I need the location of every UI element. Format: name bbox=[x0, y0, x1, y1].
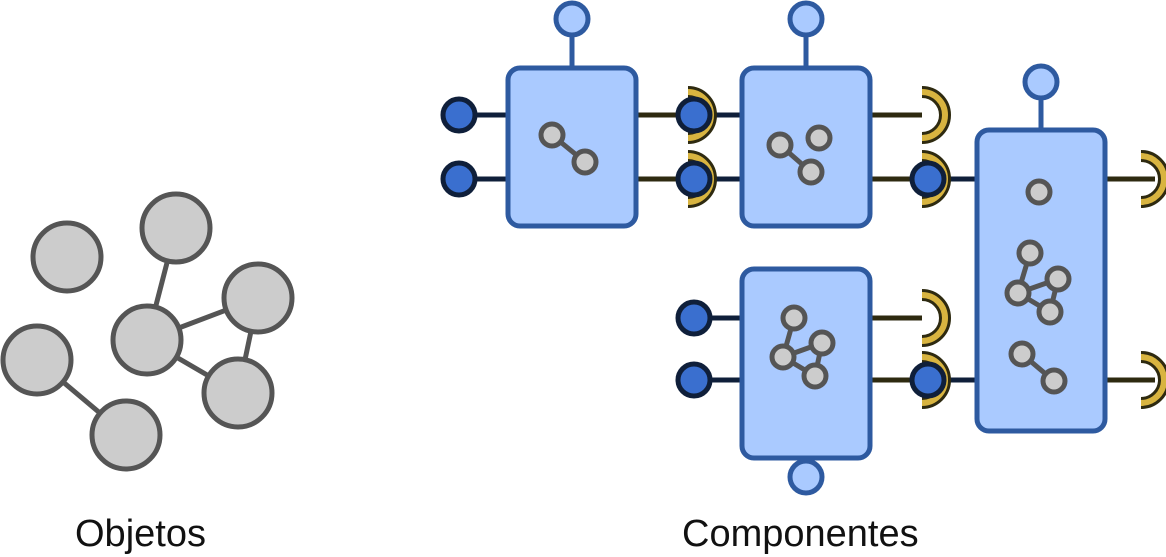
lollipop-interface-icon bbox=[553, 0, 591, 38]
provided-interface-port-icon bbox=[675, 96, 713, 134]
provided-interface-port-icon bbox=[675, 160, 713, 198]
object-circle-icon bbox=[139, 191, 213, 265]
inner-object-icon bbox=[1036, 298, 1064, 326]
inner-object-icon bbox=[797, 158, 825, 186]
object-circle-icon bbox=[30, 220, 104, 294]
lollipop-interface-icon bbox=[787, 458, 825, 496]
required-interface-socket-icon bbox=[922, 92, 945, 138]
object-circle-icon bbox=[0, 323, 74, 397]
object-circle-icon bbox=[201, 356, 275, 430]
inner-object-icon bbox=[1025, 178, 1053, 206]
inner-object-icon bbox=[1004, 279, 1032, 307]
inner-object-icon bbox=[538, 121, 566, 149]
component-box-d bbox=[974, 127, 1108, 434]
object-circle-icon bbox=[89, 398, 163, 472]
inner-object-icon bbox=[1016, 239, 1044, 267]
object-circle-icon bbox=[221, 261, 295, 335]
inner-object-icon bbox=[805, 124, 833, 152]
inner-object-icon bbox=[769, 343, 797, 371]
lollipop-interface-icon bbox=[787, 0, 825, 38]
component-box-b bbox=[739, 65, 873, 229]
object-circle-icon bbox=[110, 303, 184, 377]
component-box-c bbox=[739, 266, 873, 461]
lollipop-interface-icon bbox=[1022, 63, 1060, 101]
required-interface-socket-icon bbox=[922, 295, 945, 341]
inner-object-icon bbox=[1008, 340, 1036, 368]
components-caption: Componentes bbox=[682, 513, 919, 555]
inner-object-icon bbox=[780, 304, 808, 332]
components-group bbox=[440, 0, 1164, 496]
provided-interface-port-icon bbox=[440, 96, 478, 134]
inner-object-icon bbox=[1040, 367, 1068, 395]
provided-interface-port-icon bbox=[675, 299, 713, 337]
provided-interface-port-icon bbox=[675, 361, 713, 399]
inner-object-icon bbox=[808, 329, 836, 357]
inner-object-icon bbox=[571, 148, 599, 176]
inner-object-icon bbox=[766, 131, 794, 159]
component-box-a bbox=[505, 65, 639, 229]
inner-object-icon bbox=[1044, 265, 1072, 293]
provided-interface-port-icon bbox=[909, 361, 947, 399]
objects-caption: Objetos bbox=[75, 513, 206, 555]
objects-group bbox=[0, 191, 295, 472]
provided-interface-port-icon bbox=[440, 160, 478, 198]
provided-interface-port-icon bbox=[909, 160, 947, 198]
inner-object-icon bbox=[801, 362, 829, 390]
